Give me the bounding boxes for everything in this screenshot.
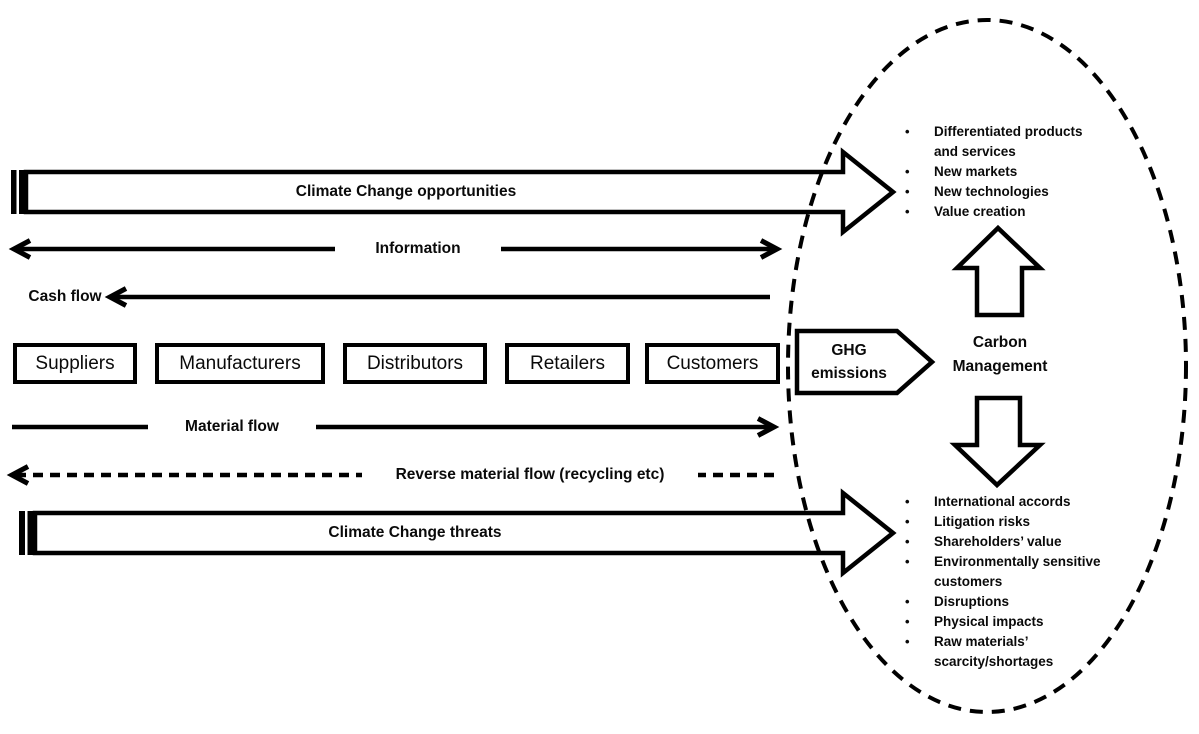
carbon-management-line2: Management: [952, 358, 1048, 375]
information-label: Information: [335, 238, 501, 260]
information-arrowhead-right: [759, 238, 783, 260]
list-item: International accords: [897, 492, 1167, 512]
list-item: Shareholders’ value: [897, 532, 1167, 552]
carbon-management-line1: Carbon: [972, 334, 1028, 351]
threats-list: International accords Litigation risks S…: [897, 492, 1167, 672]
ghg-emissions-arrow: [794, 328, 936, 396]
node-label: Distributors: [366, 352, 464, 374]
node-label: Manufacturers: [179, 352, 301, 374]
opportunities-label: Climate Change opportunities: [295, 183, 517, 200]
cash-flow-arrowhead: [104, 286, 128, 308]
list-item: Raw materials’: [897, 632, 1167, 652]
carbon-up-arrow: [951, 224, 1046, 318]
ghg-emissions-line2: emissions: [811, 365, 887, 382]
list-item: Value creation: [897, 202, 1157, 222]
node-manufacturers: Manufacturers: [155, 343, 325, 384]
list-item: New technologies: [897, 182, 1157, 202]
reverse-material-flow-label: Reverse material flow (recycling etc): [362, 464, 698, 486]
list-item: scarcity/shortages: [934, 654, 1054, 669]
opportunities-block-arrow: [23, 147, 897, 237]
material-flow-label: Material flow: [148, 416, 316, 438]
list-item: customers: [934, 574, 1003, 589]
node-customers: Customers: [645, 343, 780, 384]
node-label: Customers: [666, 352, 759, 374]
opportunities-list: Differentiated products and services New…: [897, 122, 1157, 222]
list-item: Disruptions: [897, 592, 1167, 612]
list-item: and services: [934, 144, 1016, 159]
node-distributors: Distributors: [343, 343, 487, 384]
node-suppliers: Suppliers: [13, 343, 137, 384]
cash-flow-label: Cash flow: [28, 288, 102, 305]
boundary-ellipse: [786, 18, 1188, 714]
list-item: Environmentally sensitive: [897, 552, 1167, 572]
node-label: Suppliers: [35, 352, 115, 374]
ghg-emissions-label: GHG emissions: [799, 339, 899, 385]
threats-label: Climate Change threats: [328, 524, 502, 541]
threats-arrow-tail-slit: [25, 511, 28, 555]
opportunities-arrow-tail-slit: [16, 170, 19, 214]
carbon-management-label: Carbon Management: [925, 331, 1075, 379]
threats-block-arrow: [32, 488, 897, 578]
node-retailers: Retailers: [505, 343, 630, 384]
carbon-down-arrow: [949, 395, 1046, 489]
list-item: New markets: [897, 162, 1157, 182]
list-item: Litigation risks: [897, 512, 1167, 532]
list-item: Differentiated products: [897, 122, 1157, 142]
material-flow-arrowhead: [756, 416, 780, 438]
reverse-material-flow-arrowhead: [6, 464, 30, 486]
ghg-emissions-line1: GHG: [831, 342, 867, 359]
information-arrowhead-left: [8, 238, 32, 260]
node-label: Retailers: [530, 352, 605, 374]
list-item: Physical impacts: [897, 612, 1167, 632]
